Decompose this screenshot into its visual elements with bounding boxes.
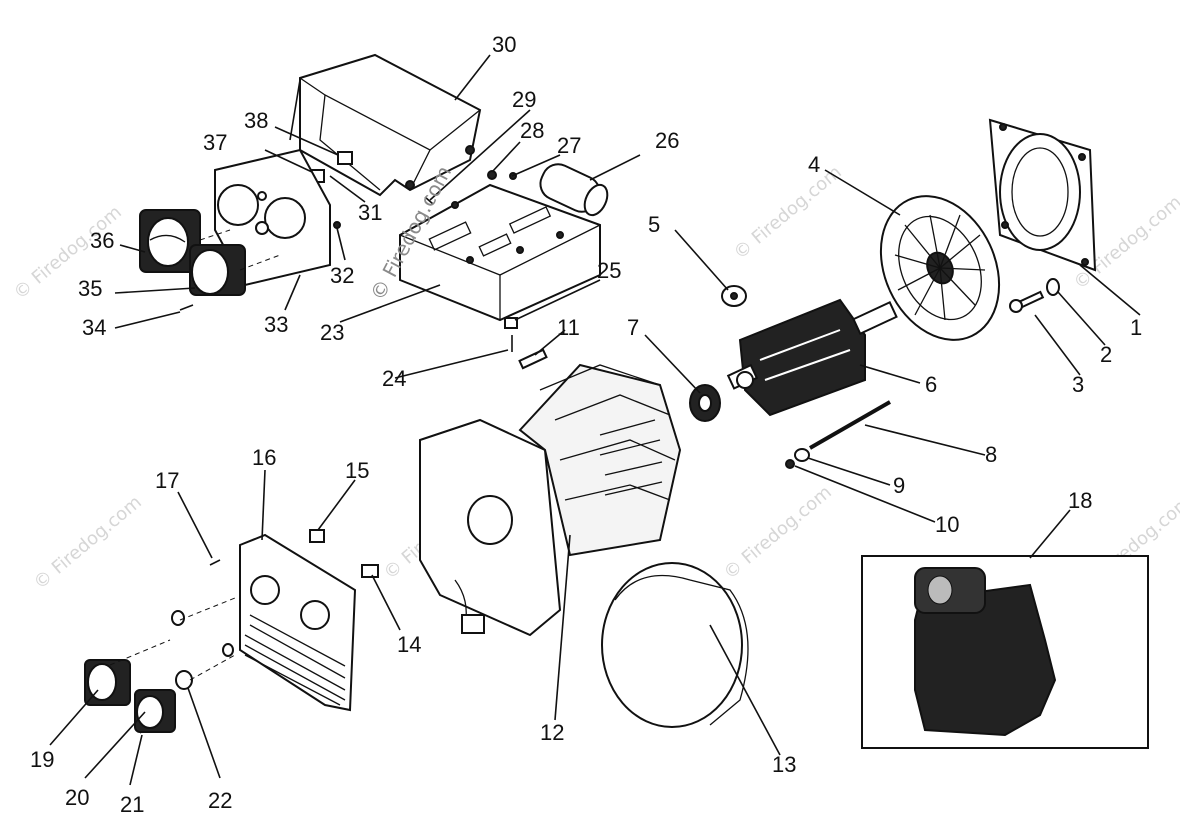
callout-36: 36 xyxy=(90,228,114,253)
callout-11: 11 xyxy=(557,315,580,340)
part-receptacle-19 xyxy=(84,659,131,706)
watermark-text: © Firedog.com xyxy=(30,492,146,594)
callout-28: 28 xyxy=(520,118,544,143)
part-receptacle-36 xyxy=(139,209,201,273)
callout-1: 1 xyxy=(1130,315,1142,340)
part-fan-4 xyxy=(879,195,1001,341)
callout-35: 35 xyxy=(78,276,102,301)
callout-7: 7 xyxy=(627,315,639,340)
callout-31: 31 xyxy=(358,200,382,225)
part-control-box-23 xyxy=(399,183,601,322)
part-panel-16 xyxy=(239,533,357,712)
part-screw-3 xyxy=(1009,290,1045,313)
watermark-text: © Firedog.com xyxy=(730,162,846,264)
callout-30: 30 xyxy=(492,32,516,57)
part-band-13 xyxy=(601,562,749,728)
callout-2: 2 xyxy=(1100,342,1112,367)
callout-15: 15 xyxy=(345,458,369,483)
part-washer-9 xyxy=(794,448,810,462)
callout-10: 10 xyxy=(935,512,959,537)
callout-23: 23 xyxy=(320,320,344,345)
callout-12: 12 xyxy=(540,720,564,745)
small-hardware xyxy=(309,151,518,352)
callout-14: 14 xyxy=(397,632,421,657)
part-switch-14 xyxy=(361,564,379,578)
callout-34: 34 xyxy=(82,315,106,340)
callout-33: 33 xyxy=(264,312,288,337)
part-washer-2 xyxy=(1046,278,1060,296)
part-breaker-22 xyxy=(175,670,193,690)
part-through-bolt-8 xyxy=(809,400,891,450)
callout-24: 24 xyxy=(382,366,406,391)
callout-26: 26 xyxy=(655,128,679,153)
callout-37: 37 xyxy=(203,130,227,155)
part-nut xyxy=(171,610,185,626)
part-stator-12 xyxy=(419,363,682,637)
part-bearing-7 xyxy=(689,384,721,422)
watermark-text: © Firedog.com xyxy=(720,482,836,584)
callout-5: 5 xyxy=(648,212,660,237)
callout-16: 16 xyxy=(252,445,276,470)
stator-winding-slots xyxy=(599,419,663,496)
part-screw-17 xyxy=(209,559,221,566)
inset-engine-18 xyxy=(861,509,1149,749)
part-nut xyxy=(222,643,234,657)
callout-27: 27 xyxy=(557,133,581,158)
part-screw-11 xyxy=(518,348,548,370)
part-nut-10 xyxy=(785,459,795,469)
callout-29: 29 xyxy=(512,87,536,112)
callout-17: 17 xyxy=(155,468,179,493)
callout-9: 9 xyxy=(893,473,905,498)
callout-6: 6 xyxy=(925,372,937,397)
leader-lines xyxy=(49,54,1141,786)
part-receptacle-20 xyxy=(134,689,176,733)
part-receptacle-35 xyxy=(189,244,246,296)
part-rotor-6 xyxy=(726,298,898,417)
callout-13: 13 xyxy=(772,752,796,777)
callout-22: 22 xyxy=(208,788,232,813)
callout-25: 25 xyxy=(597,258,621,283)
callout-38: 38 xyxy=(244,108,268,133)
part-switch-15 xyxy=(309,529,325,543)
callout-8: 8 xyxy=(985,442,997,467)
callout-3: 3 xyxy=(1072,372,1084,397)
callout-4: 4 xyxy=(808,152,820,177)
callout-21: 21 xyxy=(120,792,144,817)
callout-20: 20 xyxy=(65,785,89,810)
callout-19: 19 xyxy=(30,747,54,772)
part-capacitor-26 xyxy=(539,163,609,217)
callout-labels: 1 2 3 4 5 6 7 8 9 10 11 12 13 14 15 16 1… xyxy=(30,32,1142,817)
part-bracket-5 xyxy=(721,285,747,307)
callout-18: 18 xyxy=(1068,488,1092,513)
callout-32: 32 xyxy=(330,263,354,288)
part-end-bracket-1 xyxy=(988,118,1097,272)
